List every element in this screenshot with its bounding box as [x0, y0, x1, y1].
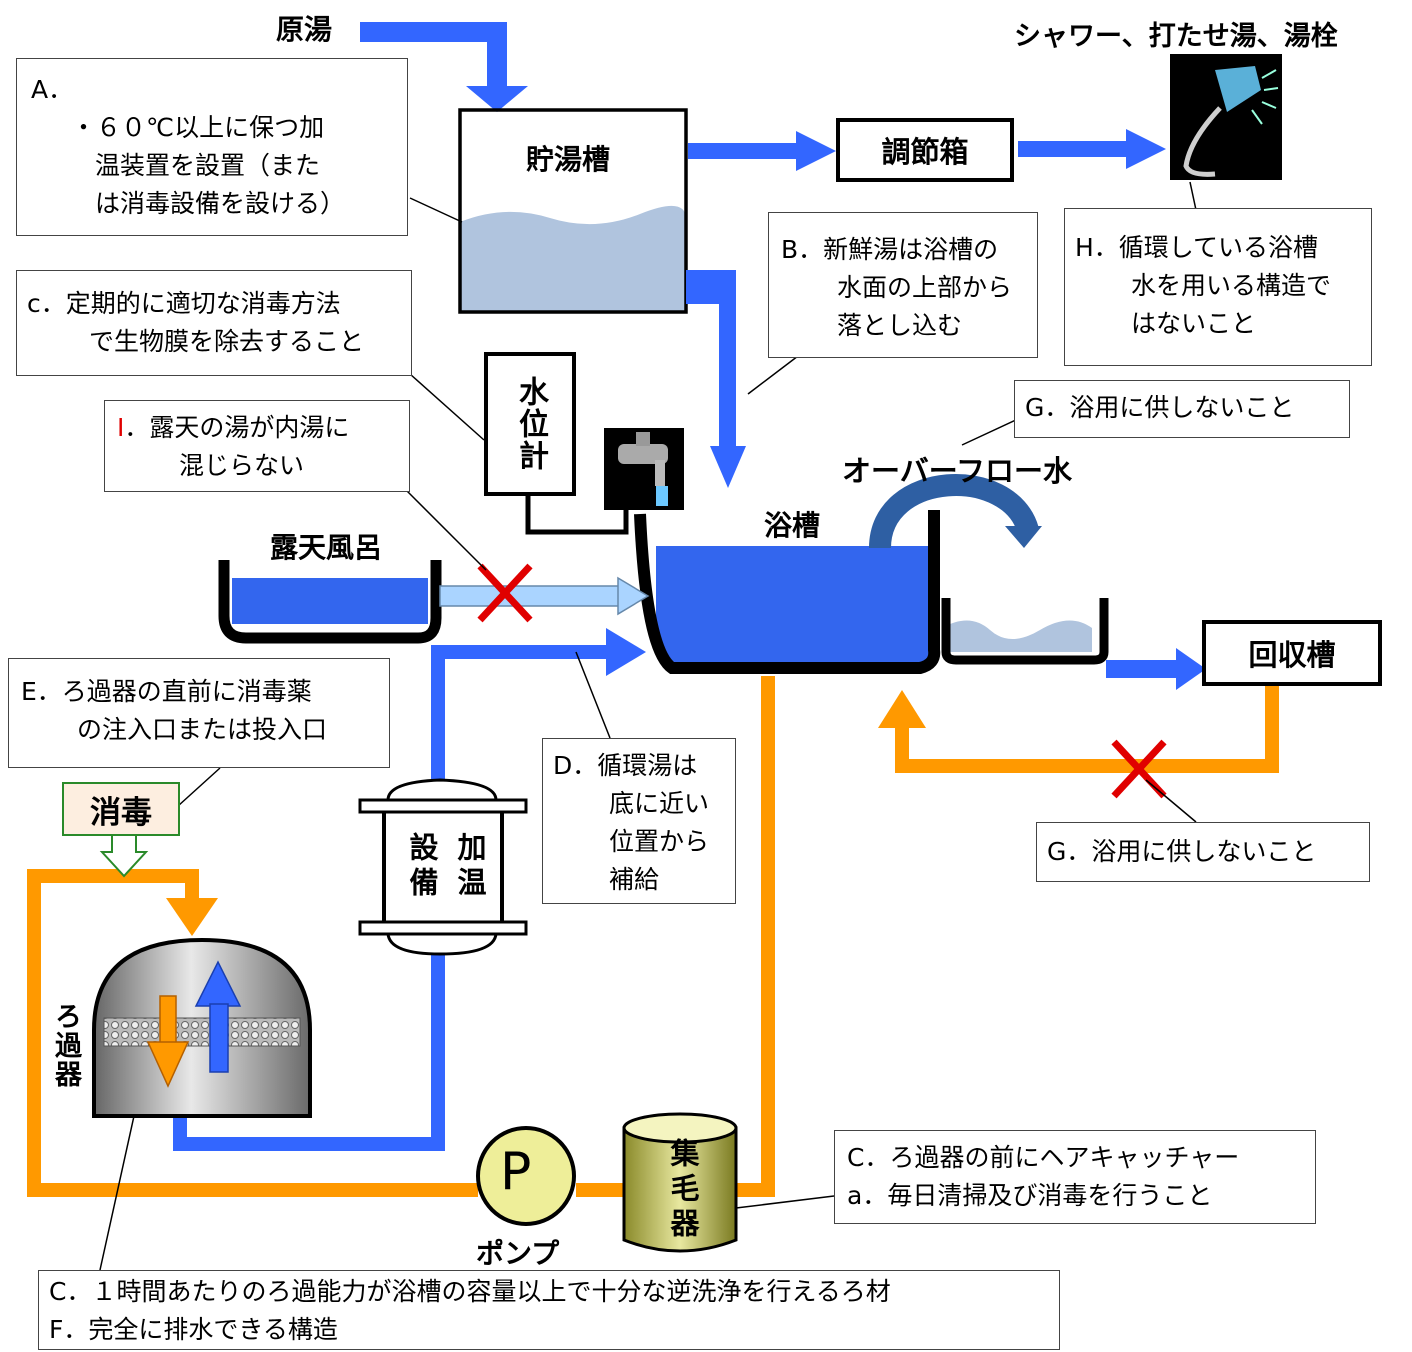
note-C-hair-catcher: C．ろ過器の前にヘアキャッチャー a．毎日清掃及び消毒を行うこと [834, 1130, 1316, 1224]
note-I: I．露天の湯が内湯に 混じらない [104, 400, 410, 492]
note-B-line-3: 落とし込む [837, 311, 963, 340]
recovery-return-pipe [878, 680, 1279, 773]
filter-shape [92, 937, 312, 1118]
note-C2-line-1: C．１時間あたりのろ過能力が浴槽の容量以上で十分な逆洗浄を行えるろ材 [49, 1277, 891, 1306]
recovery-block-cross [1111, 739, 1167, 799]
bath-tank-label: 浴槽 [764, 509, 821, 542]
note-A-mark: A． [31, 75, 74, 104]
note-H-line-2: 水を用いる構造で [1131, 271, 1332, 300]
heater-shape [358, 778, 528, 956]
note-E: E．ろ過器の直前に消毒薬 の注入口または投入口 [8, 658, 390, 768]
note-E-line-2: の注入口または投入口 [77, 715, 328, 744]
note-C1-line-2: a．毎日清掃及び消毒を行うこと [847, 1181, 1213, 1210]
filter-label: ろ過器 [50, 1002, 81, 1089]
outdoor-bath-shape [218, 560, 442, 644]
note-C-filter: C．１時間あたりのろ過能力が浴槽の容量以上で十分な逆洗浄を行えるろ材 F．完全に… [38, 1270, 1060, 1350]
note-A-line-1: ・６０℃以上に保つ加 [71, 113, 325, 142]
regulator-box: 調節箱 [836, 118, 1014, 182]
note-H-line-1: H．循環している浴槽 [1075, 233, 1319, 262]
outdoor-to-bath-arrow [439, 576, 650, 616]
note-D-line-3: 位置から [609, 827, 710, 856]
note-B-line-2: 水面の上部から [837, 273, 1013, 302]
note-I-line-1: ．露天の湯が内湯に [124, 413, 350, 442]
note-A-line-3: は消毒設備を設ける） [95, 189, 346, 218]
overflow-to-recovery-arrow [1106, 648, 1206, 690]
water-gauge-box: 水位計 [484, 352, 576, 496]
source-water-arrow [360, 22, 528, 112]
hair-catcher-shape [622, 1112, 738, 1253]
leader-lines [99, 181, 1197, 1271]
overflow-arrow [869, 474, 1039, 549]
note-I-line-2: 混じらない [179, 451, 305, 480]
pump-shape [476, 1126, 576, 1226]
water-gauge-label: 水位計 [513, 376, 548, 472]
pump-symbol: P [500, 1142, 532, 1202]
outdoor-bath-label: 露天風呂 [270, 531, 383, 564]
note-D-line-4: 補給 [609, 865, 660, 894]
heater-label: 設備 加温 [402, 832, 490, 902]
storage-to-bath-pipe [686, 270, 746, 488]
note-D-line-1: D．循環湯は [553, 751, 698, 780]
faucet-icon [604, 428, 684, 510]
shower-label: シャワー、打たせ湯、湯栓 [1014, 21, 1338, 52]
heater-label-col2: 加温 [453, 832, 487, 902]
note-B-line-1: B．新鮮湯は浴槽の [781, 235, 999, 264]
return-pipe [173, 628, 646, 1151]
outdoor-block-cross [477, 563, 533, 623]
storage-tank-shape [458, 108, 688, 314]
overflow-tank-shape [941, 598, 1109, 665]
disinfect-arrow [99, 833, 149, 878]
note-B: B．新鮮湯は浴槽の 水面の上部から 落とし込む [768, 212, 1038, 358]
note-G-recovery-text: G．浴用に供しないこと [1047, 837, 1317, 866]
disinfect-label: 消毒 [90, 794, 152, 831]
storage-to-regulator-arrow [688, 131, 836, 171]
note-c-line-1: c．定期的に適切な消毒方法 [27, 289, 341, 318]
note-H-line-3: はないこと [1131, 309, 1257, 338]
overflow-label: オーバーフロー水 [842, 454, 1072, 488]
note-G-overflow-text: G．浴用に供しないこと [1025, 393, 1295, 422]
circulation-pipe [27, 676, 775, 1197]
storage-tank-label: 貯湯槽 [526, 143, 611, 176]
heater-label-col1: 設備 [405, 832, 439, 902]
note-C1-line-1: C．ろ過器の前にヘアキャッチャー [847, 1143, 1240, 1172]
disinfect-box: 消毒 [62, 782, 180, 836]
note-D: D．循環湯は 底に近い 位置から 補給 [542, 738, 736, 904]
pump-label: ポンプ [476, 1237, 560, 1270]
note-G-overflow: G．浴用に供しないこと [1014, 380, 1350, 438]
note-H: H．循環している浴槽 水を用いる構造で はないこと [1064, 208, 1372, 366]
water-gauge-line [525, 492, 629, 535]
note-c: c．定期的に適切な消毒方法 で生物膜を除去すること [16, 270, 412, 376]
source-water-label: 原湯 [276, 13, 333, 46]
recovery-tank-box: 回収槽 [1202, 620, 1382, 686]
note-E-line-1: E．ろ過器の直前に消毒薬 [21, 677, 312, 706]
note-C2-line-2: F．完全に排水できる構造 [49, 1315, 338, 1344]
main-bath-shape [634, 510, 941, 674]
note-D-line-2: 底に近い [609, 789, 710, 818]
hair-catcher-label: 集毛器 [666, 1138, 700, 1243]
note-A: A． ・６０℃以上に保つ加 温装置を設置（また は消毒設備を設ける） [16, 58, 408, 236]
recovery-tank-label: 回収槽 [1248, 638, 1336, 672]
note-I-mark: I [117, 413, 125, 442]
note-G-recovery: G．浴用に供しないこと [1036, 822, 1370, 882]
note-A-line-2: 温装置を設置（また [95, 151, 321, 180]
shower-icon [1170, 54, 1282, 180]
note-c-line-2: で生物膜を除去すること [89, 327, 365, 356]
regulator-to-shower-arrow [1018, 129, 1166, 169]
regulator-box-label: 調節箱 [881, 135, 969, 169]
